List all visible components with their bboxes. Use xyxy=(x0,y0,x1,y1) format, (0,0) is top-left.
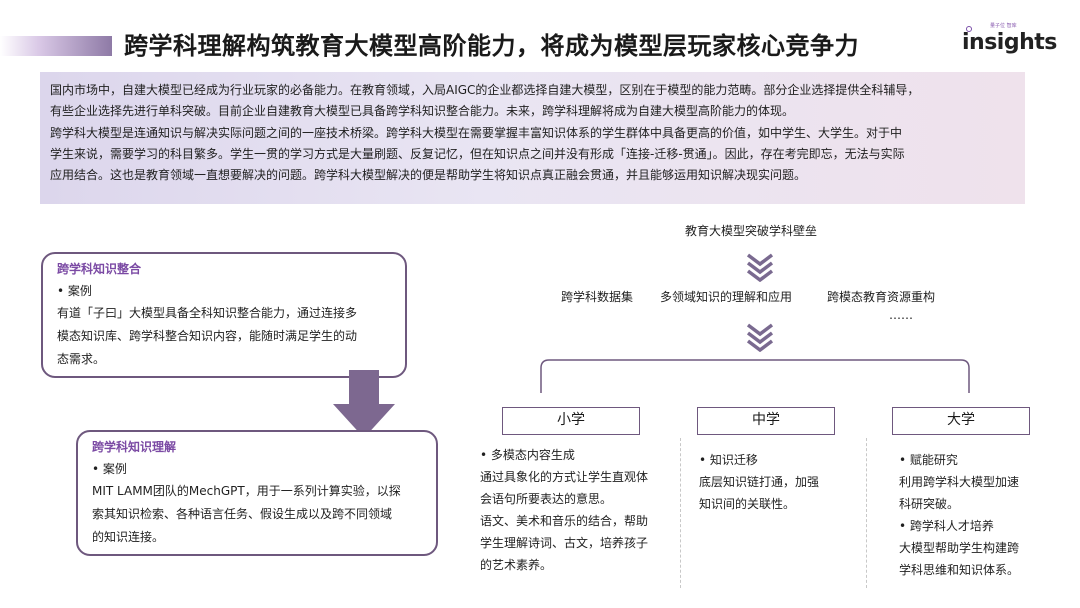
intro-summary: 国内市场中，自建大模型已经成为行业玩家的必备能力。在教育领域，入局AIGC的企业… xyxy=(40,72,1025,204)
knowledge-integration-card: 跨学科知识整合 • 案例 有道「子曰」大模型具备全科知识整合能力，通过连接多 模… xyxy=(41,252,407,378)
intro-line: 国内市场中，自建大模型已经成为行业玩家的必备能力。在教育领域，入局AIGC的企业… xyxy=(50,83,920,97)
center-item: 多领域知识的理解和应用 xyxy=(660,290,793,304)
detail-line: 语文、美术和音乐的结合，帮助 xyxy=(480,514,649,528)
detail-bullet: • 赋能研究 xyxy=(899,453,958,467)
detail-line: 科研突破。 xyxy=(899,497,960,511)
card-line: 的知识连接。 xyxy=(92,530,165,544)
detail-line: 会语句所要表达的意思。 xyxy=(480,492,613,506)
logo-wordmark: insights xyxy=(962,30,1057,55)
page-title: 跨学科理解构筑教育大模型高阶能力，将成为模型层玩家核心竞争力 xyxy=(124,32,859,60)
intro-line: 跨学科大模型是连通知识与解决实际问题之间的一座技术桥梁。跨学科大模型在需要掌握丰… xyxy=(50,125,903,140)
detail-bullet: • 多模态内容生成 xyxy=(480,448,575,462)
card-heading: 跨学科知识整合 xyxy=(57,262,142,276)
card-line: MIT LAMM团队的MechGPT，用于一系列计算实验，以探 xyxy=(92,484,401,498)
detail-line: 底层知识链打通，加强 xyxy=(699,475,820,489)
center-item: 跨模态教育资源重构 xyxy=(827,290,936,304)
level-middle-school: 中学 xyxy=(697,407,835,435)
down-arrow-icon xyxy=(333,370,395,438)
detail-line: 学生理解诗词、古文，培养孩子 xyxy=(480,536,649,550)
logo-mark-icon xyxy=(966,26,972,32)
detail-line: 利用跨学科大模型加速 xyxy=(899,475,1020,489)
university-detail: • 赋能研究 利用跨学科大模型加速 科研突破。 • 跨学科人才培养 大模型帮助学… xyxy=(899,449,1069,581)
detail-line: 大模型帮助学生构建跨 xyxy=(899,541,1020,555)
center-ellipsis: …… xyxy=(889,308,913,322)
column-divider xyxy=(680,438,681,588)
card-heading: 跨学科知识理解 xyxy=(92,440,177,454)
level-university: 大学 xyxy=(892,407,1030,435)
card-line: 模态知识库、跨学科整合知识内容，能随时满足学生的动 xyxy=(57,329,358,343)
primary-school-detail: • 多模态内容生成 通过具象化的方式让学生直观体 会语句所要表达的意思。 语文、… xyxy=(480,444,680,576)
card-bullet: • 案例 xyxy=(57,284,92,298)
level-primary-school: 小学 xyxy=(502,407,640,435)
card-line: 有道「子曰」大模型具备全科知识整合能力，通过连接多 xyxy=(57,306,358,320)
middle-school-detail: • 知识迁移 底层知识链打通，加强 知识间的关联性。 xyxy=(699,449,859,515)
branch-connector xyxy=(540,359,970,393)
brand-logo: 量子位 智库 insights xyxy=(962,22,1057,62)
card-bullet: • 案例 xyxy=(92,462,127,476)
center-item: 跨学科数据集 xyxy=(561,290,634,304)
center-top-label: 教育大模型突破学科壁垒 xyxy=(685,224,818,238)
detail-bullet: • 跨学科人才培养 xyxy=(899,519,994,533)
detail-line: 的艺术素养。 xyxy=(480,558,553,572)
knowledge-understanding-card: 跨学科知识理解 • 案例 MIT LAMM团队的MechGPT，用于一系列计算实… xyxy=(76,430,438,556)
double-chevron-down-icon xyxy=(746,323,774,352)
detail-line: 知识间的关联性。 xyxy=(699,497,796,511)
column-divider xyxy=(866,438,867,588)
intro-line: 学生来说，需要学习的科目繁多。学生一贯的学习方式是大量刷题、反复记忆，但在知识点… xyxy=(50,146,905,161)
intro-line: 应用结合。这也是教育领域一直想要解决的问题。跨学科大模型解决的便是帮助学生将知识… xyxy=(50,168,807,183)
card-line: 索其知识检索、各种语言任务、假设生成以及跨不同领域 xyxy=(92,507,393,521)
detail-line: 通过具象化的方式让学生直观体 xyxy=(480,470,649,484)
detail-bullet: • 知识迁移 xyxy=(699,453,758,467)
detail-line: 学科思维和知识体系。 xyxy=(899,563,1020,577)
card-line: 态需求。 xyxy=(57,352,106,366)
double-chevron-down-icon xyxy=(746,253,774,282)
logo-subtitle: 量子位 智库 xyxy=(990,23,1017,29)
title-accent-bar xyxy=(0,36,112,56)
intro-line: 有些企业选择先进行单科突破。目前企业自建教育大模型已具备跨学科知识整合能力。未来… xyxy=(50,104,795,119)
